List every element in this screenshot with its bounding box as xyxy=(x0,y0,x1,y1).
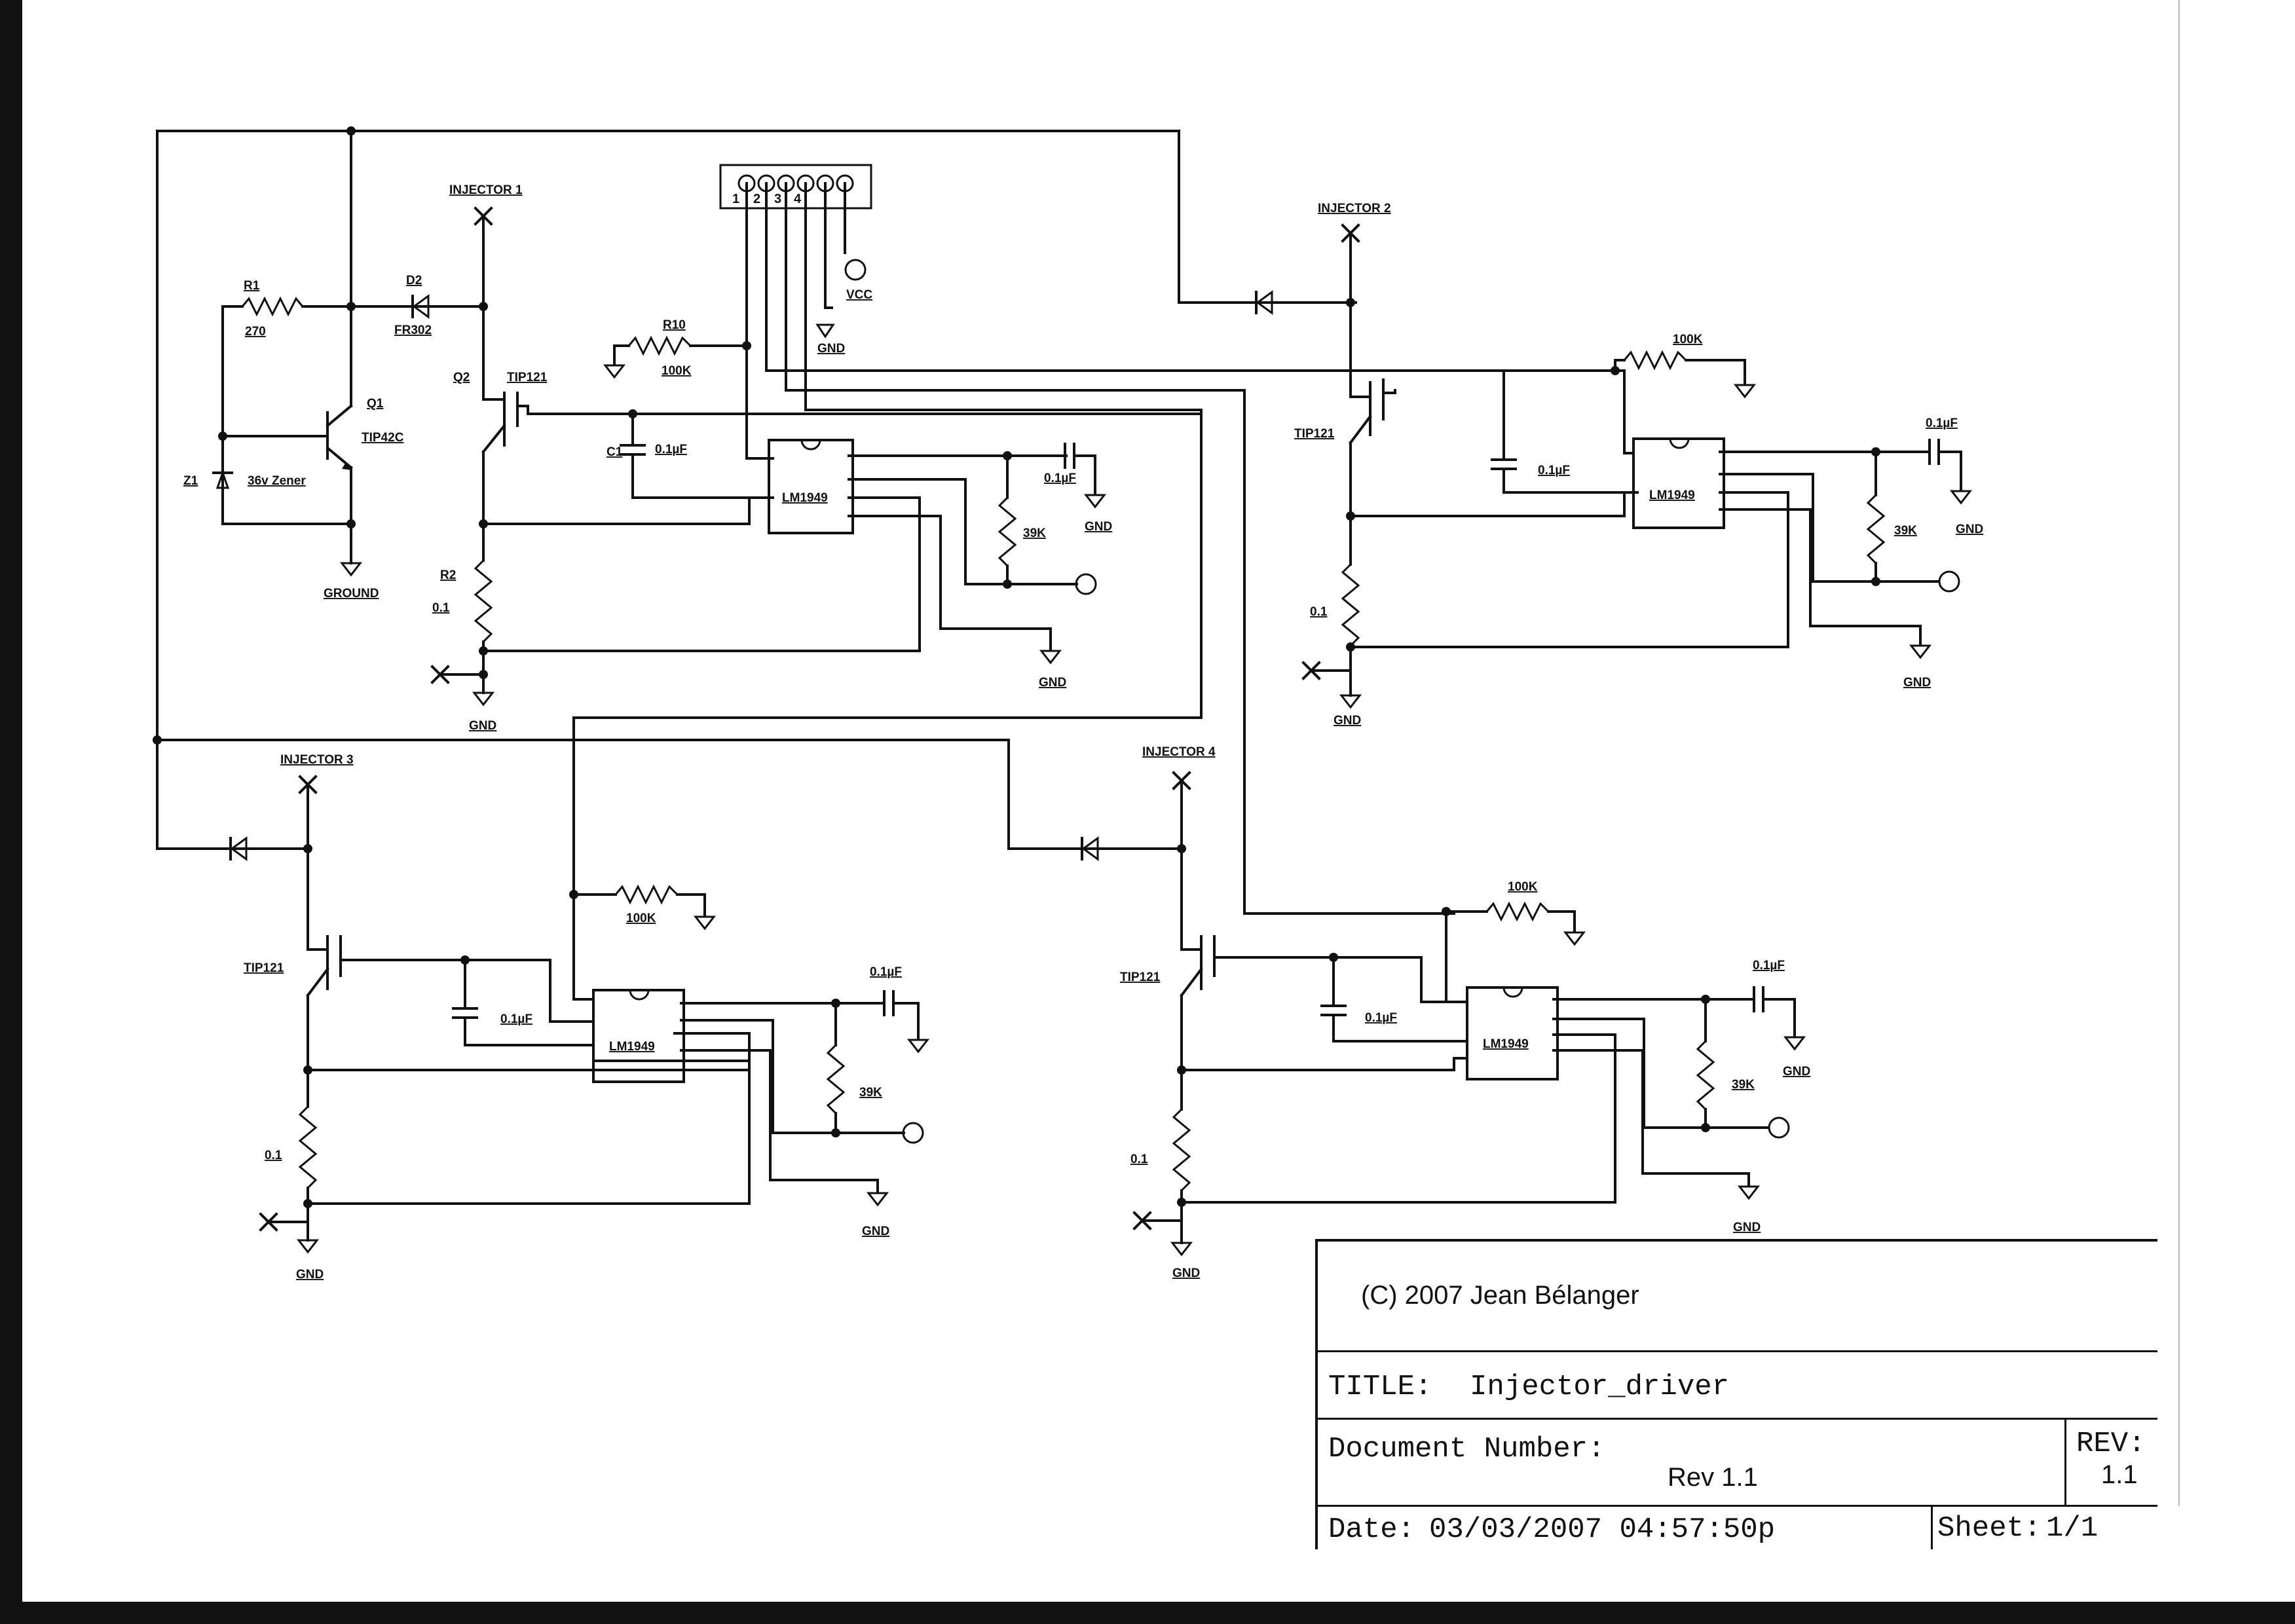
r1-label: R1 xyxy=(244,279,260,293)
channel-1: INJECTOR 1 Q2 TIP121 R2 0.1 GND C1 0.1µF… xyxy=(430,183,1203,733)
channel-2: INJECTOR 2 TIP121 0.1 GND 0.1µF 100 xyxy=(1255,202,1983,728)
r10-value: 100K xyxy=(662,364,692,378)
rev-divider xyxy=(2064,1420,2066,1505)
r5-value: 39K xyxy=(1894,524,1917,538)
q2-label: Q2 xyxy=(453,371,470,384)
injector2-label: INJECTOR 2 xyxy=(1318,202,1391,215)
global-wiring xyxy=(156,130,1626,1001)
sheet-divider xyxy=(1931,1507,1933,1549)
r4-value: 0.1 xyxy=(1310,605,1328,619)
injector1-label: INJECTOR 1 xyxy=(449,183,523,197)
q2-part: TIP121 xyxy=(507,371,548,384)
rev-value: 1.1 xyxy=(2101,1460,2138,1489)
title-block-date-row: Date: 03/03/2007 04:57:50p Sheet: 1/1 xyxy=(1318,1507,2157,1549)
r6-value: 0.1 xyxy=(265,1149,282,1162)
sheet-value: 1/1 xyxy=(2046,1512,2099,1545)
gnd-label-ch1: GND xyxy=(469,719,496,733)
gnd-label-u3: GND xyxy=(862,1225,889,1238)
z1-label: Z1 xyxy=(183,474,198,488)
gnd-label-ch3: GND xyxy=(296,1268,324,1282)
r3-value: 39K xyxy=(1023,526,1046,540)
gnd-label-c4: GND xyxy=(1956,523,1983,536)
c6-value: 0.1µF xyxy=(870,965,902,979)
q3-part: TIP121 xyxy=(1294,427,1335,441)
title-block-docnum-row: Document Number: Rev 1.1 REV: 1.1 xyxy=(1318,1420,2157,1507)
channel-4: INJECTOR 4 TIP121 0.1 GND 0.1µF 100 xyxy=(1081,745,1810,1280)
vcc-label-jp: VCC xyxy=(846,288,872,302)
r1-value: 270 xyxy=(245,325,266,339)
title-block: (C) 2007 Jean Bélanger TITLE: Injector_d… xyxy=(1315,1239,2157,1549)
jp-pin1-label: 1 xyxy=(732,192,739,206)
u1-label: LM1949 xyxy=(782,491,828,505)
r12-value: 100K xyxy=(626,912,656,925)
q5-part: TIP121 xyxy=(1120,970,1161,984)
injector3-label: INJECTOR 3 xyxy=(280,753,354,767)
channel-3: INJECTOR 3 TIP121 0.1 GND 0.1µF 100 xyxy=(229,753,930,1282)
r8-value: 0.1 xyxy=(1130,1153,1148,1166)
gnd-label-ch4: GND xyxy=(1172,1266,1200,1280)
r13-value: 100K xyxy=(1508,880,1538,894)
junction-dots xyxy=(153,126,1880,1208)
gnd-label-u2: GND xyxy=(1903,676,1931,690)
rev-label: REV: xyxy=(2076,1428,2146,1460)
u3-label: LM1949 xyxy=(609,1040,655,1054)
gnd-label-u4: GND xyxy=(1733,1221,1761,1234)
injector4-label: INJECTOR 4 xyxy=(1142,745,1216,759)
c1-value: 0.1µF xyxy=(655,443,687,456)
c2-value: 0.1µF xyxy=(1044,471,1076,485)
c4-value: 0.1µF xyxy=(1926,416,1958,430)
r11-value: 100K xyxy=(1673,333,1703,346)
c5-value: 0.1µF xyxy=(500,1012,532,1026)
title-label: TITLE: xyxy=(1328,1371,1432,1403)
ground-label: GROUND xyxy=(324,587,379,600)
gnd-label-c2: GND xyxy=(1085,520,1112,534)
jp-pin3-label: 3 xyxy=(774,192,781,206)
title-block-title-row: TITLE: Injector_driver xyxy=(1318,1352,2157,1420)
date-label: Date: xyxy=(1328,1513,1415,1546)
title-value: Injector_driver xyxy=(1470,1371,1730,1403)
protection-circuit: R1 270 Q1 TIP42C Z1 36v Zener GROUND D2 … xyxy=(183,274,486,600)
sheet-label: Sheet: xyxy=(1937,1512,2042,1545)
date-value: 03/03/2007 04:57:50p xyxy=(1429,1513,1776,1546)
gnd-label-ch2: GND xyxy=(1334,714,1361,728)
q1-label: Q1 xyxy=(367,397,384,411)
z1-value: 36v Zener xyxy=(248,474,306,488)
q4-part: TIP121 xyxy=(244,961,284,975)
connector-jp1: 1 2 3 4 VCC GND xyxy=(719,164,872,356)
r10-label: R10 xyxy=(663,318,686,332)
jp-pin4-label: 4 xyxy=(794,192,802,206)
r2-label: R2 xyxy=(440,568,456,582)
u2-label: LM1949 xyxy=(1649,489,1695,502)
title-block-copyright-row: (C) 2007 Jean Bélanger xyxy=(1318,1242,2157,1352)
scan-border-left xyxy=(0,0,22,1624)
gnd-label-u1: GND xyxy=(1039,676,1066,690)
r2-value: 0.1 xyxy=(432,601,450,615)
c3-value: 0.1µF xyxy=(1538,464,1570,477)
scan-border-right xyxy=(2178,0,2180,1506)
copyright-text: (C) 2007 Jean Bélanger xyxy=(1361,1281,1639,1310)
c7-value: 0.1µF xyxy=(1365,1011,1397,1025)
c8-value: 0.1µF xyxy=(1753,959,1785,972)
u4-label: LM1949 xyxy=(1483,1037,1529,1051)
d2-value: FR302 xyxy=(394,323,432,337)
doc-number-label: Document Number: xyxy=(1328,1433,1605,1466)
gnd-label-c8: GND xyxy=(1783,1065,1810,1079)
q1-part: TIP42C xyxy=(362,431,404,445)
jp-pin2-label: 2 xyxy=(753,192,760,206)
scan-border-bottom xyxy=(0,1602,2295,1624)
c1-label: C1 xyxy=(606,445,623,459)
d2-label: D2 xyxy=(406,274,422,287)
doc-number-value: Rev 1.1 xyxy=(1668,1463,1758,1492)
r9-value: 39K xyxy=(1732,1078,1755,1092)
r7-value: 39K xyxy=(859,1086,882,1099)
gnd-label-jp: GND xyxy=(817,342,845,356)
